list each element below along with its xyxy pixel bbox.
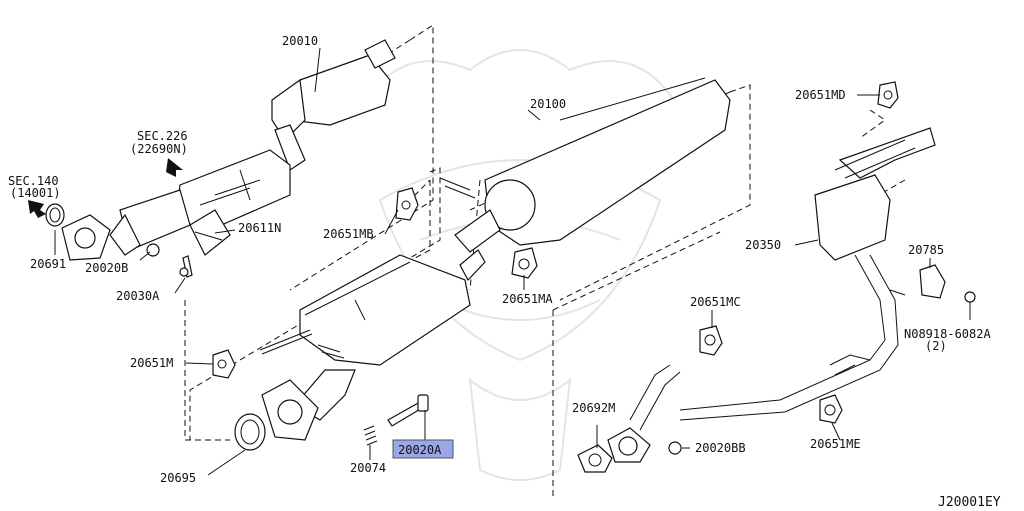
- label-08918-qty[interactable]: (2): [925, 339, 947, 353]
- bolt-20020A: [387, 394, 429, 427]
- label-20020A[interactable]: 20020A: [398, 443, 442, 457]
- label-20695[interactable]: 20695: [160, 471, 196, 485]
- flange-rear: [607, 427, 651, 463]
- main-muffler-20100: [439, 77, 731, 282]
- label-20651M[interactable]: 20651M: [130, 356, 173, 370]
- label-20010[interactable]: 20010: [282, 34, 318, 48]
- label-20785[interactable]: 20785: [908, 243, 944, 257]
- label-20020BB[interactable]: 20020BB: [695, 441, 746, 455]
- mount-20651MD: [877, 81, 899, 109]
- label-20692M[interactable]: 20692M: [572, 401, 615, 415]
- label-sec140[interactable]: SEC.140: [8, 174, 59, 188]
- leader-lines: [54, 47, 971, 476]
- label-20691[interactable]: 20691: [30, 257, 66, 271]
- label-20350[interactable]: 20350: [745, 238, 781, 252]
- label-20651MD[interactable]: 20651MD: [795, 88, 846, 102]
- label-20074[interactable]: 20074: [350, 461, 386, 475]
- label-sec226[interactable]: SEC.226: [137, 129, 188, 143]
- rear-pipe-front-section: [629, 354, 871, 431]
- rear-muffler-20350: [679, 127, 936, 421]
- spring-20074: [363, 425, 378, 446]
- nut-20020B: [146, 243, 160, 257]
- mount-20651ME: [819, 394, 843, 424]
- flange-center: [261, 379, 319, 441]
- arrow-sec226-icon: [166, 158, 183, 177]
- gasket-20691: [45, 203, 65, 227]
- nut-08918-6082A: [964, 291, 976, 303]
- label-20651MB[interactable]: 20651MB: [323, 227, 374, 241]
- label-20100[interactable]: 20100: [530, 97, 566, 111]
- label-20611N[interactable]: 20611N: [238, 221, 281, 235]
- bolt-20030A: [179, 255, 193, 278]
- mount-20651MC: [699, 325, 723, 356]
- mount-20651MA: [511, 247, 538, 279]
- front-flange: [61, 214, 111, 261]
- gasket-20692M: [577, 444, 613, 473]
- label-sec140-sub[interactable]: (14001): [10, 186, 61, 200]
- label-20651MA[interactable]: 20651MA: [502, 292, 553, 306]
- nut-20020BB: [668, 441, 682, 455]
- bracket-20785: [919, 264, 946, 299]
- diagram-id: J20001EY: [938, 495, 1001, 510]
- label-20651ME[interactable]: 20651ME: [810, 437, 861, 451]
- mount-20651M: [212, 349, 236, 379]
- front-exhaust-pipe-catalyst: [109, 39, 396, 256]
- label-sec226-sub[interactable]: (22690N): [130, 142, 188, 156]
- mount-20651MB: [395, 187, 419, 221]
- bracket-20611N: [189, 209, 231, 256]
- label-08918-6082A[interactable]: N08918-6082A: [904, 327, 991, 341]
- label-20651MC[interactable]: 20651MC: [690, 295, 741, 309]
- arrow-sec140-icon: [28, 200, 46, 218]
- gasket-20695: [234, 413, 266, 451]
- label-20020B[interactable]: 20020B: [85, 261, 128, 275]
- highlight-20020A-box: [392, 439, 454, 459]
- label-20030A[interactable]: 20030A: [116, 289, 160, 303]
